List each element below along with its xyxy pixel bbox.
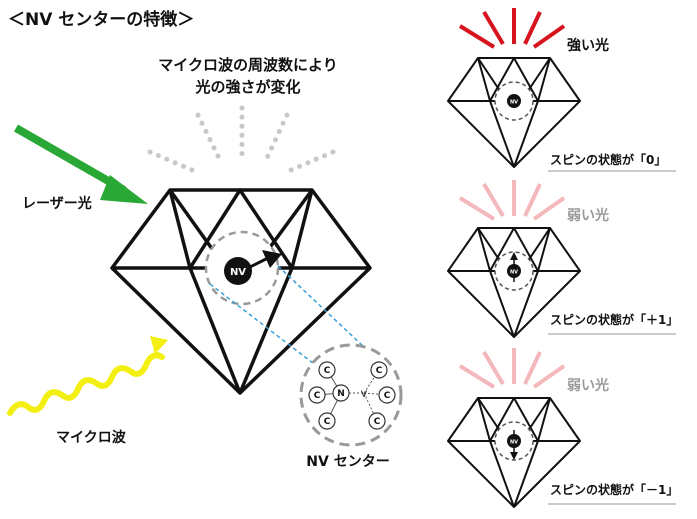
laser-arrow [14,124,148,204]
weak-light-rays [458,348,566,389]
atom-v: V [361,390,368,400]
light-label: 強い光 [567,37,609,54]
atom-c: C [324,366,331,376]
main-diamond [110,188,372,395]
state-label: スピンの状態が「＋1」 [550,312,678,327]
light-label: 弱い光 [567,207,609,224]
atom-c: C [314,391,321,401]
panel-spin-minus1: 弱い光 NV スピンの状態が「－1」 [447,348,678,508]
microwave-label: マイクロ波 [56,429,127,446]
atom-n: N [337,389,345,399]
panel-badge: NV [510,270,518,276]
microwave-caption-line2: 光の強さが変化 [194,78,300,96]
microwave-caption-line1: マイクロ波の周波数により [158,56,337,74]
laser-label: レーザー光 [22,195,92,212]
nv-lattice-zoom: C C C N V C C C [299,343,403,447]
atom-c: C [324,417,331,427]
nv-center-badge: NV [224,250,282,285]
atom-c: C [376,366,383,376]
microwave-arrow [7,336,168,416]
nv-center-label: NV センター [306,454,389,470]
weak-light-rays [458,180,566,221]
state-label: スピンの状態が「0」 [550,152,666,167]
strong-light-rays [458,8,566,49]
panel-spin-0: 強い光 NV スピンの状態が「0」 [447,8,676,172]
diagram-title: ＜NV センターの特徴＞ [8,9,194,30]
panel-spin-plus1: 弱い光 NV スピンの状態が「＋1」 [447,180,678,338]
panel-badge: NV [510,100,518,106]
emission-rays [147,105,336,173]
state-label: スピンの状態が「－1」 [550,482,678,497]
atom-c: C [374,417,381,427]
nv-badge-text: NV [230,267,246,278]
atom-c: C [384,391,391,401]
light-label: 弱い光 [567,377,609,394]
panel-badge: NV [510,440,518,446]
